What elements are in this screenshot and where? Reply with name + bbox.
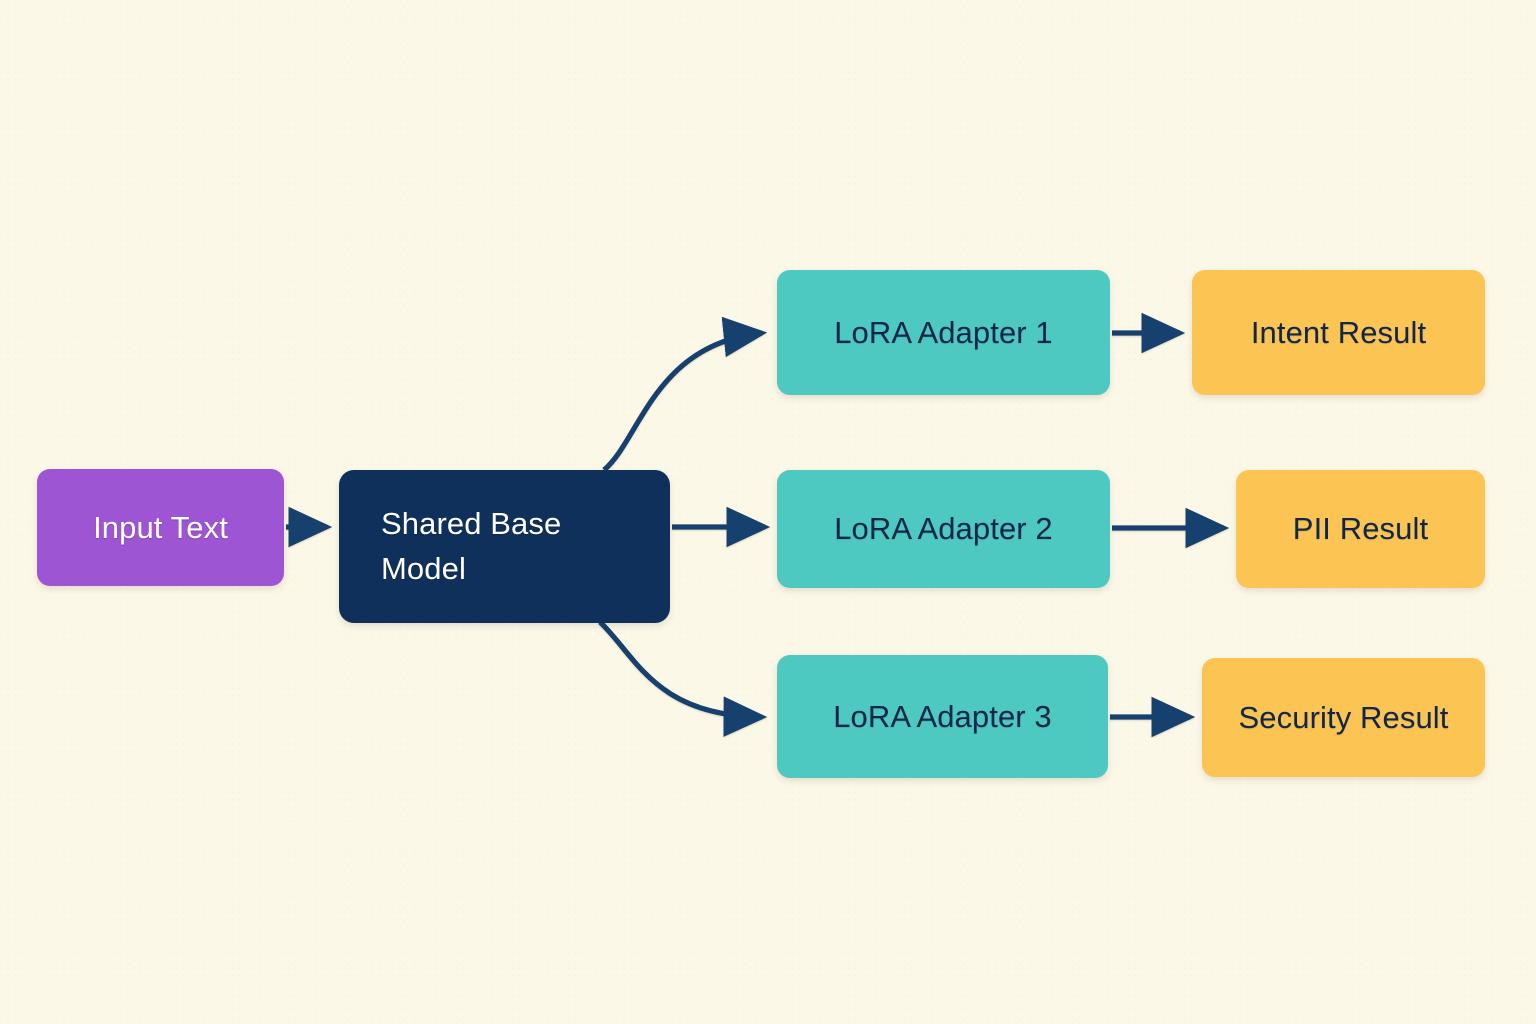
node-shared-base-model[interactable]: Shared Base Model [339, 470, 670, 623]
node-shared-base-model-label: Shared Base Model [381, 506, 562, 586]
node-security-result-label: Security Result [1238, 699, 1449, 735]
node-intent-result[interactable]: Intent Result [1192, 270, 1485, 395]
node-input-text[interactable]: Input Text [37, 469, 284, 586]
node-lora-adapter-2[interactable]: LoRA Adapter 2 [777, 470, 1110, 588]
node-lora-adapter-2-label: LoRA Adapter 2 [834, 511, 1053, 546]
edge-base-to-adapter-3 [598, 620, 768, 737]
node-security-result[interactable]: Security Result [1202, 658, 1485, 777]
node-lora-adapter-3[interactable]: LoRA Adapter 3 [777, 655, 1108, 778]
node-intent-result-label: Intent Result [1250, 314, 1427, 350]
node-lora-adapter-3-label: LoRA Adapter 3 [833, 698, 1052, 734]
node-pii-result-label: PII Result [1292, 511, 1429, 546]
edge-base-to-adapter-1 [602, 316, 768, 472]
node-pii-result[interactable]: PII Result [1236, 470, 1485, 588]
node-lora-adapter-1[interactable]: LoRA Adapter 1 [777, 270, 1110, 395]
node-input-text-label: Input Text [93, 509, 228, 545]
node-lora-adapter-1-label: LoRA Adapter 1 [834, 314, 1053, 350]
